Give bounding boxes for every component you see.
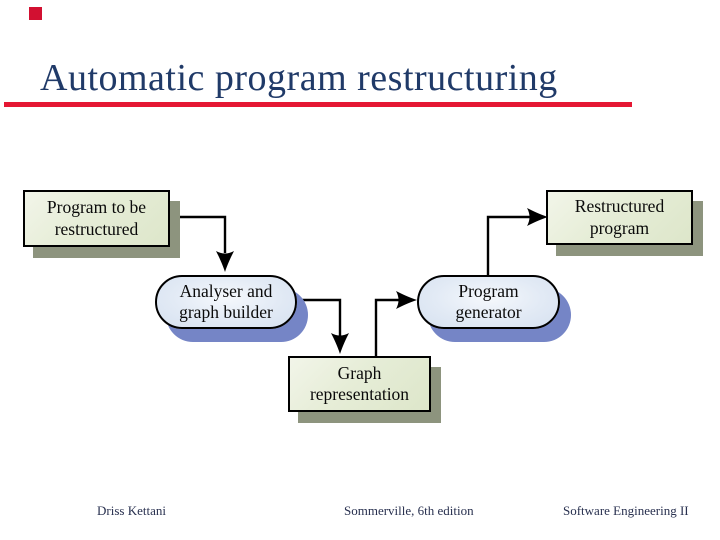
node-label: Program to be restructured xyxy=(46,197,147,239)
edge-graph-to-generator-line xyxy=(374,298,399,356)
node-label: Analyser and graph builder xyxy=(179,280,273,322)
node-program-generator: Program generator xyxy=(417,275,560,329)
node-label: Restructured program xyxy=(574,196,665,238)
footer-source: Sommerville, 6th edition xyxy=(344,503,474,518)
edge-graph-to-generator-arrowhead-right-icon xyxy=(396,291,417,309)
page-title: Automatic program restructuring xyxy=(40,57,558,99)
node-graph-representation: Graph representation xyxy=(288,356,431,412)
slide-accent-square xyxy=(29,7,42,20)
node-restructured-program: Restructured program xyxy=(546,190,693,245)
node-label: Graph representation xyxy=(309,362,410,404)
node-analyser-and-graph-builder: Analyser and graph builder xyxy=(155,275,297,329)
node-program-to-be-restructured: Program to be restructured xyxy=(23,190,170,247)
title-underline xyxy=(4,102,632,107)
edge-analyser-to-graph-line xyxy=(298,298,342,336)
edge-analyser-to-graph-arrowhead-down-icon xyxy=(331,333,349,354)
edge-generator-to-result-arrowhead-right-icon xyxy=(527,208,548,226)
footer-course: Software Engineering II xyxy=(563,503,689,518)
edge-source-to-analyser-arrowhead-down-icon xyxy=(216,251,234,272)
node-label: Program generator xyxy=(455,280,522,322)
edge-generator-to-result-line xyxy=(486,215,530,276)
footer-author: Driss Kettani xyxy=(97,503,166,518)
edge-source-to-analyser-line xyxy=(170,215,227,253)
